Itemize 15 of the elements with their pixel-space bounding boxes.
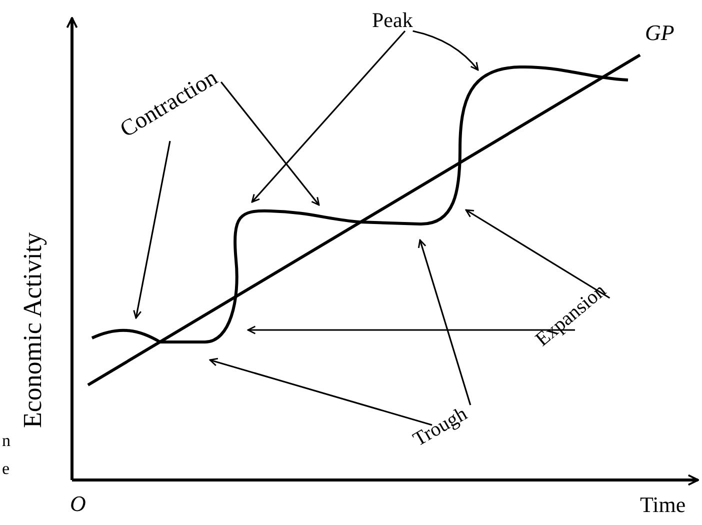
leader-line <box>412 30 479 71</box>
leader-line <box>418 239 472 406</box>
axis-title: Time <box>640 494 686 516</box>
leader-line <box>251 30 406 203</box>
leader-line <box>133 140 171 319</box>
line-label: GP <box>645 22 674 44</box>
axis-title: Economic Activity <box>20 232 46 428</box>
callout-label: Peak <box>372 10 413 31</box>
leader-line <box>209 358 432 426</box>
origin-label: O <box>70 493 86 515</box>
leader-line <box>465 209 610 299</box>
leader-line <box>247 326 575 334</box>
text-fragment: e <box>2 460 10 477</box>
text-fragment: n <box>2 432 10 449</box>
leader-line <box>220 82 320 206</box>
